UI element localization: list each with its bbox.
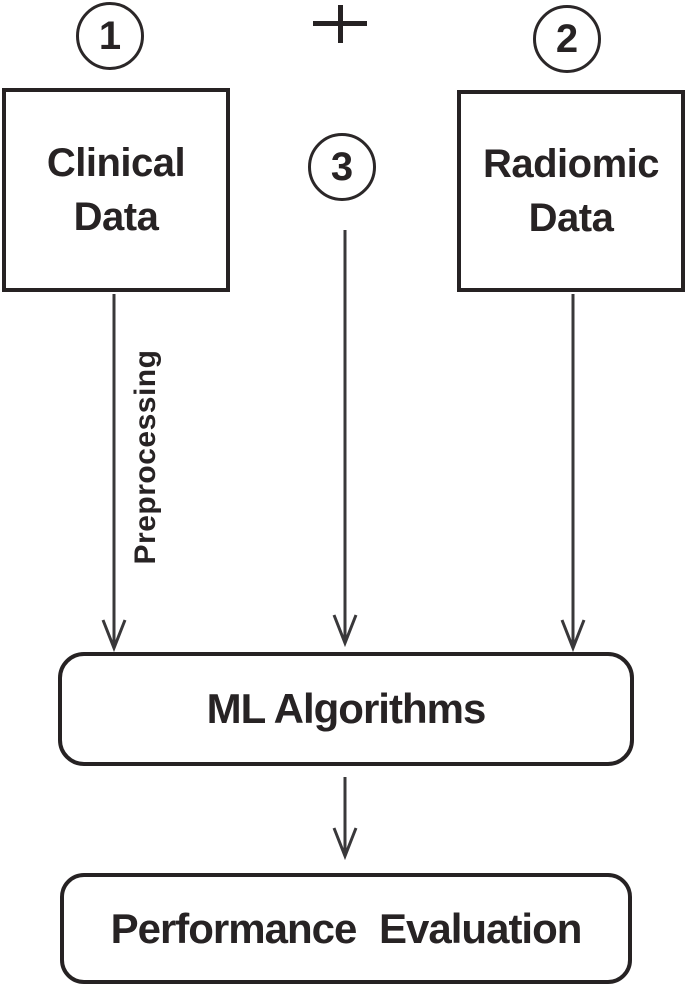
preprocessing-label: Preprocessing (129, 349, 162, 565)
step-badge-3: 3 (308, 133, 376, 201)
clinical-data-line2: Data (73, 195, 159, 239)
clinical-data-line1: Clinical (46, 141, 186, 185)
ml-algorithms-box: ML Algorithms (58, 652, 634, 766)
ml-algorithms-label: ML Algorithms (206, 685, 487, 732)
arrow-radiomic-to-ml (560, 294, 586, 653)
step-badge-1: 1 (76, 2, 144, 70)
arrow-clinical-to-ml (101, 294, 127, 653)
arrow-ml-to-performance (332, 777, 358, 861)
arrow-circle3-to-ml (332, 230, 358, 648)
radiomic-data-box: Radiomic Data (457, 90, 685, 292)
clinical-data-box: Clinical Data (2, 88, 230, 292)
step-badge-1-label: 1 (98, 13, 122, 58)
radiomic-data-line2: Data (528, 196, 614, 240)
performance-evaluation-box: Performance Evaluation (60, 873, 632, 984)
step-badge-3-label: 3 (330, 144, 354, 189)
step-badge-2-label: 2 (555, 16, 579, 61)
performance-evaluation-label: Performance Evaluation (110, 904, 583, 952)
plus-icon (313, 5, 367, 43)
radiomic-data-line1: Radiomic (482, 142, 660, 186)
step-badge-2: 2 (533, 5, 601, 73)
plus-icon-vertical-bar (338, 5, 343, 43)
